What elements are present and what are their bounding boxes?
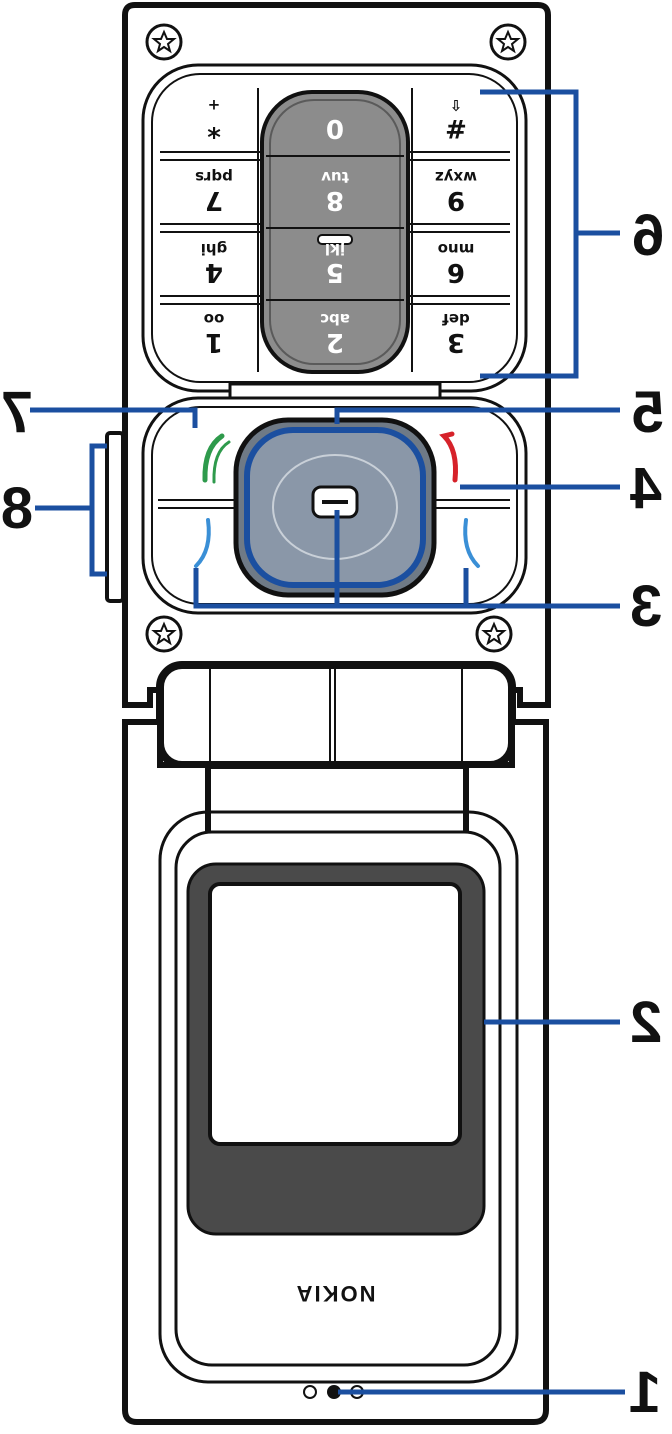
key-1[interactable]: 1oo	[204, 310, 225, 357]
callout-labels: 6 5 7 4 8 3 2 1	[1, 203, 664, 1425]
key-hash[interactable]: #⇧	[445, 96, 467, 143]
key-0[interactable]: 0	[326, 113, 344, 143]
key-letters: ghi	[201, 240, 228, 258]
key-digit: 7	[205, 185, 223, 215]
key-letters: +	[208, 96, 221, 114]
key-letters: abc	[320, 310, 350, 328]
navigation-area	[141, 396, 528, 615]
key-digit: 9	[447, 185, 465, 215]
screw-icon	[145, 615, 183, 653]
callout-2: 2	[630, 990, 662, 1055]
call-key-icon	[202, 433, 225, 483]
key-letters: jkl	[325, 240, 346, 258]
screw-icon	[489, 23, 527, 61]
callout-4: 4	[630, 456, 662, 521]
key-letters: wxyz	[435, 168, 477, 186]
keypad-area: *+0#⇧7pqrs8tuv9wxyz4ghi5jkl6mno1oo2abc3d…	[141, 63, 528, 412]
end-key-icon	[439, 431, 458, 483]
sensor-icon	[303, 1385, 317, 1399]
callout-7: 7	[1, 380, 33, 445]
screw-icon	[145, 23, 183, 61]
side-volume-key	[105, 431, 125, 603]
brand-logo: NOKIA	[295, 1281, 376, 1306]
lower-flip: NOKIA	[122, 719, 549, 1425]
callout-6: 6	[632, 203, 664, 268]
callout-3: 3	[630, 574, 662, 639]
key-digit: 4	[205, 257, 223, 287]
key-digit: 1	[205, 327, 223, 357]
key-digit: *	[207, 113, 221, 143]
key-letters: def	[442, 310, 470, 328]
key-digit: 6	[447, 257, 465, 287]
key-letters: tuv	[321, 168, 349, 186]
camera-lens-icon	[327, 1385, 341, 1399]
callout-1: 1	[629, 1360, 661, 1425]
key-letters: pqrs	[195, 168, 233, 186]
screw-icon	[475, 615, 513, 653]
left-soft-key-icon	[194, 518, 211, 568]
callout-lines	[30, 89, 625, 1395]
earpiece-slot	[317, 234, 353, 245]
key-digit: 3	[447, 327, 465, 357]
callout-8: 8	[1, 476, 33, 541]
key-digit: 5	[326, 257, 344, 287]
callout-5: 5	[632, 380, 664, 445]
key-digit: 8	[326, 185, 344, 215]
key-digit: 0	[326, 113, 344, 143]
hinge	[156, 661, 516, 769]
key-letters: ⇧	[450, 96, 463, 114]
key-letters: mno	[438, 240, 475, 258]
key-letters: oo	[204, 310, 225, 328]
key-digit: #	[445, 113, 467, 143]
cover-display	[208, 882, 462, 1146]
right-soft-key-icon	[463, 518, 480, 568]
keypad-center-column	[260, 90, 410, 374]
key-star[interactable]: *+	[207, 96, 221, 143]
key-digit: 2	[326, 327, 344, 357]
